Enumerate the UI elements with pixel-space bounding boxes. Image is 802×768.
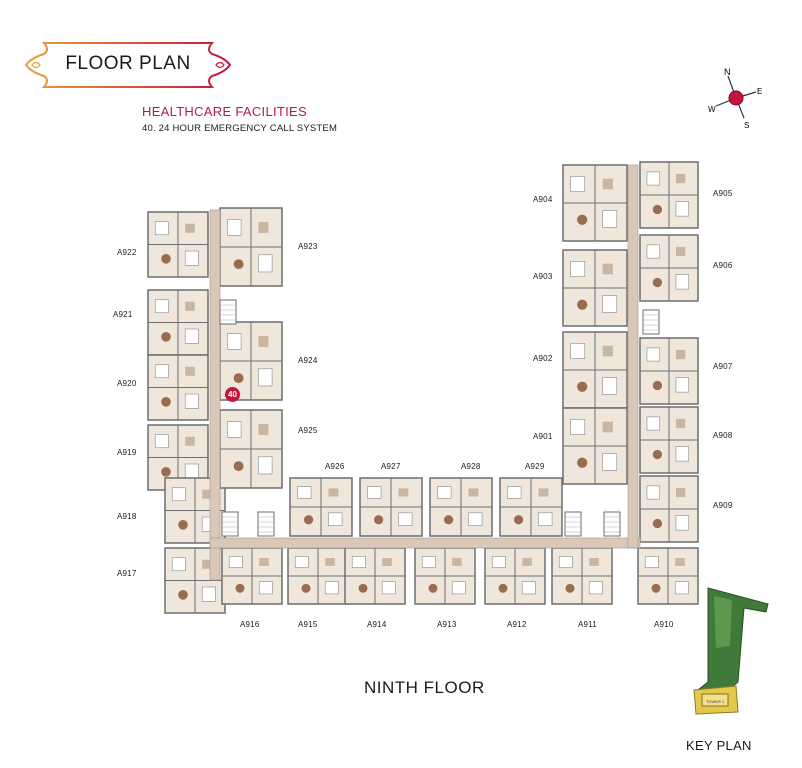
unit-label-a922: A922: [117, 248, 137, 257]
compass-e: E: [757, 87, 762, 96]
unit-label-a906: A906: [713, 261, 733, 270]
compass-s: S: [744, 121, 749, 130]
unit-block: [562, 331, 628, 409]
unit-block: [562, 407, 628, 485]
unit-block: [344, 547, 406, 605]
stair-core: [257, 511, 275, 537]
key-plan-tower-label: TOWER 1: [706, 699, 725, 704]
unit-label-a902: A902: [533, 354, 553, 363]
unit-label-a905: A905: [713, 189, 733, 198]
unit-label-a925: A925: [298, 426, 318, 435]
floor-name: NINTH FLOOR: [364, 678, 485, 697]
unit-block: [287, 547, 349, 605]
unit-label-a918: A918: [117, 512, 137, 521]
compass-icon: N E S W: [708, 67, 762, 130]
compass-w: W: [708, 105, 716, 114]
unit-label-a903: A903: [533, 272, 553, 281]
unit-block: [639, 337, 699, 405]
unit-label-a926: A926: [325, 462, 345, 471]
corridor-west: [209, 209, 221, 581]
unit-block: [499, 477, 563, 537]
unit-label-a919: A919: [117, 448, 137, 457]
unit-label-a904: A904: [533, 195, 553, 204]
unit-label-a915: A915: [298, 620, 318, 629]
unit-label-a921: A921: [113, 310, 133, 319]
unit-block: [147, 211, 209, 278]
unit-block: [562, 249, 628, 327]
unit-block: [414, 547, 476, 605]
unit-label-a923: A923: [298, 242, 318, 251]
unit-label-a929: A929: [525, 462, 545, 471]
stair-core: [603, 511, 621, 537]
unit-label-a924: A924: [298, 356, 318, 365]
unit-label-a927: A927: [381, 462, 401, 471]
facility-item: 40. 24 HOUR EMERGENCY CALL SYSTEM: [142, 123, 338, 134]
unit-block: [359, 477, 423, 537]
unit-block: [637, 547, 699, 605]
unit-block: [219, 409, 283, 489]
unit-label-a910: A910: [654, 620, 674, 629]
unit-block: [219, 207, 283, 287]
unit-block: [429, 477, 493, 537]
stair-core: [564, 511, 582, 537]
unit-block: [147, 289, 209, 356]
page-title: FLOOR PLAN: [65, 53, 191, 74]
unit-label-a901: A901: [533, 432, 553, 441]
unit-block: [551, 547, 613, 605]
unit-label-a913: A913: [437, 620, 457, 629]
unit-label-a907: A907: [713, 362, 733, 371]
unit-block: [221, 547, 283, 605]
key-plan-map: TOWER 1: [693, 587, 769, 715]
unit-block: [147, 354, 209, 421]
unit-block: [639, 234, 699, 302]
stair-core: [221, 511, 239, 537]
compass-n: N: [724, 67, 731, 77]
key-plan-label: KEY PLAN: [686, 738, 752, 753]
unit-label-a914: A914: [367, 620, 387, 629]
facilities-heading: HEALTHCARE FACILITIES: [142, 104, 307, 119]
unit-label-a920: A920: [117, 379, 137, 388]
corridor-south: [209, 537, 641, 549]
unit-block: [484, 547, 546, 605]
unit-block: [639, 475, 699, 543]
unit-block: [289, 477, 353, 537]
unit-block: [639, 161, 699, 229]
unit-label-a911: A911: [578, 620, 597, 629]
title-frame: [24, 42, 232, 88]
facility-marker: 40: [225, 387, 240, 402]
unit-block: [639, 406, 699, 474]
unit-label-a912: A912: [507, 620, 527, 629]
stair-core: [642, 309, 660, 335]
unit-block: [562, 164, 628, 242]
corridor-east: [627, 164, 639, 549]
unit-label-a917: A917: [117, 569, 137, 578]
unit-label-a928: A928: [461, 462, 481, 471]
unit-label-a908: A908: [713, 431, 733, 440]
unit-label-a916: A916: [240, 620, 260, 629]
unit-label-a909: A909: [713, 501, 733, 510]
corridors: [209, 164, 660, 581]
stair-core: [219, 299, 237, 325]
